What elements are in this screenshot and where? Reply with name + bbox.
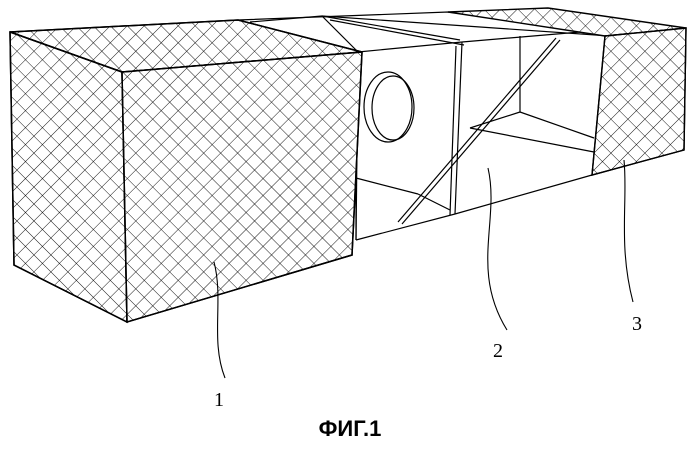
leader-line-2 [488, 168, 507, 330]
left-hatched-block [10, 20, 362, 322]
reference-numeral-3: 3 [632, 313, 642, 335]
figure-caption: ФИГ.1 [0, 416, 700, 442]
reference-numeral-1: 1 [214, 389, 224, 411]
leader-line-3 [624, 160, 633, 302]
reference-numeral-2: 2 [493, 340, 503, 362]
